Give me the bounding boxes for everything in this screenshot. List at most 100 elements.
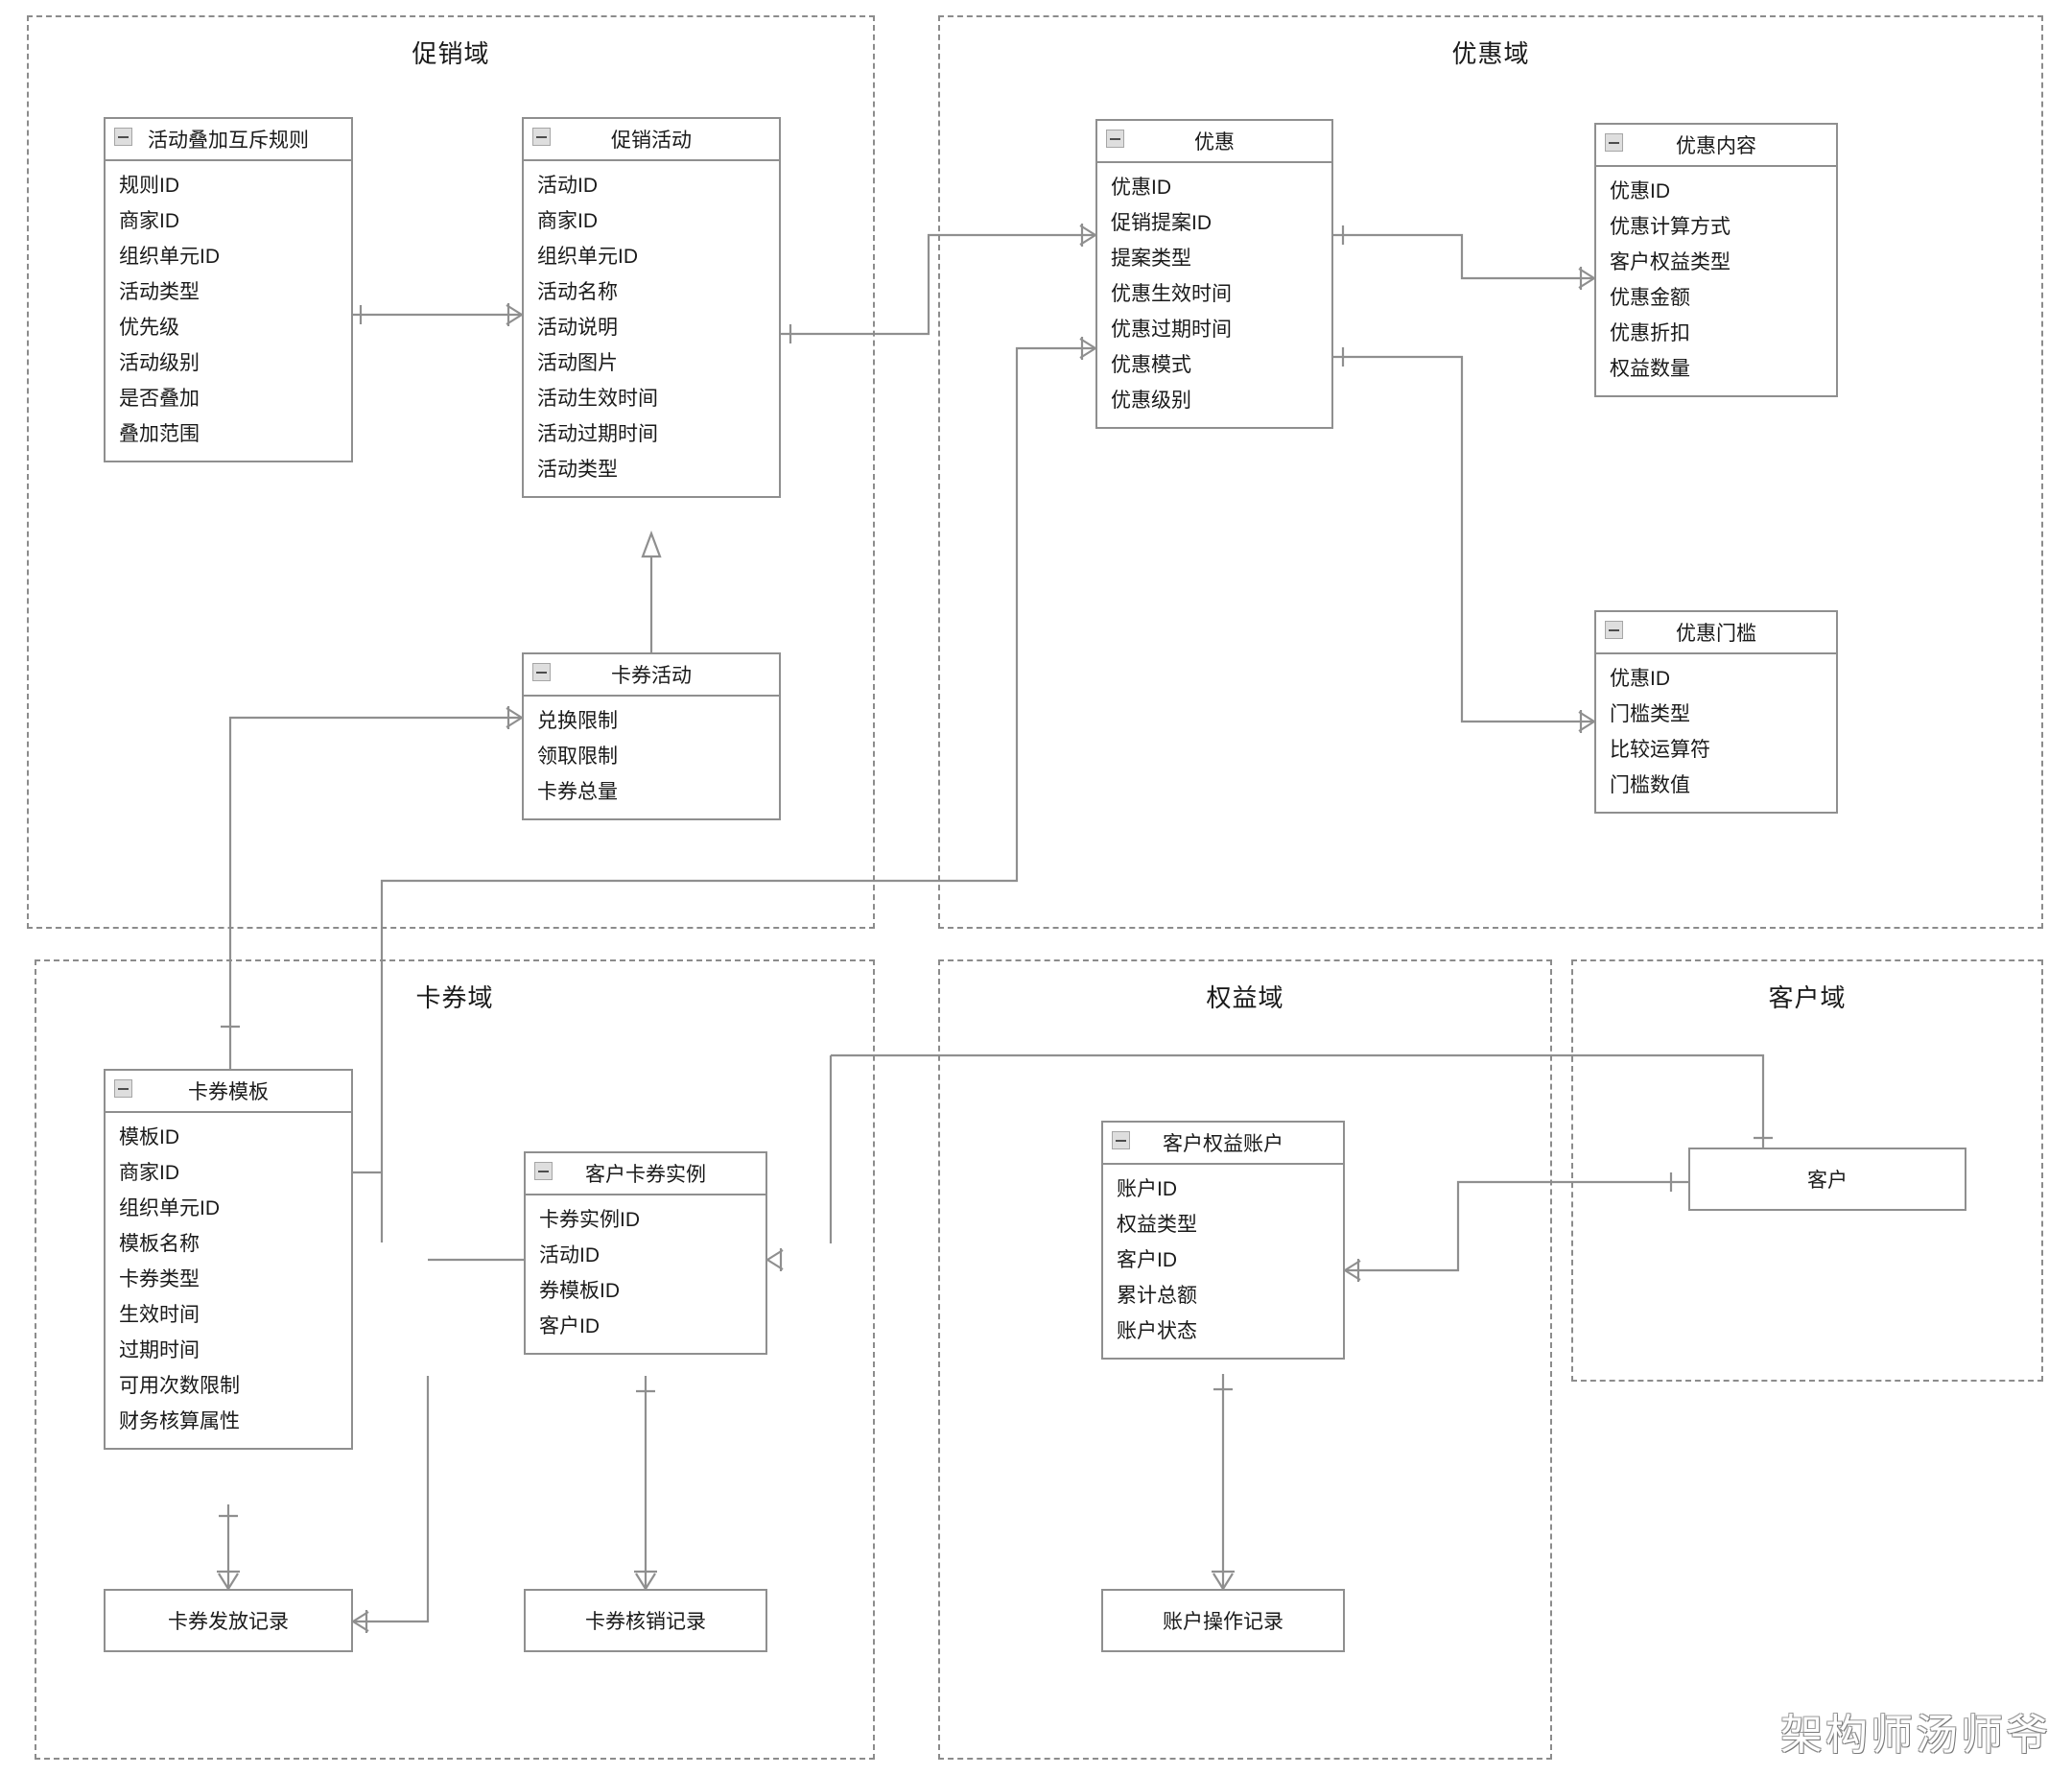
domain-promo: 促销域 [27, 15, 875, 929]
entity-title-customer-coupon-instance: 客户卡券实例 [585, 1164, 706, 1186]
domain-title-customer: 客户域 [1768, 983, 1847, 1012]
entity-discount-threshold[interactable]: 优惠门槛 优惠ID 门槛类型 比较运算符 门槛数值 [1594, 610, 1838, 814]
attr-row: 活动ID [539, 1244, 600, 1266]
entity-customer[interactable]: 客户 [1688, 1148, 1966, 1211]
attr-row: 商家ID [537, 210, 598, 232]
attr-row: 活动说明 [537, 317, 618, 339]
entity-attrs-discount: 优惠ID 促销提案ID 提案类型 优惠生效时间 优惠过期时间 优惠模式 优惠级别 [1097, 163, 1331, 427]
domain-title-rights: 权益域 [1206, 983, 1284, 1012]
attr-row: 账户ID [1117, 1178, 1177, 1200]
attr-row: 比较运算符 [1610, 739, 1710, 761]
attr-row: 优惠ID [1610, 180, 1670, 202]
attr-row: 领取限制 [537, 746, 618, 768]
entity-title-customer: 客户 [1807, 1170, 1848, 1192]
entity-header-promotion: 促销活动 [524, 119, 779, 161]
attr-row: 优惠折扣 [1610, 322, 1690, 344]
domain-title-coupon: 卡券域 [415, 983, 494, 1012]
attr-row: 优先级 [119, 317, 179, 339]
entity-account-op-log[interactable]: 账户操作记录 [1101, 1589, 1345, 1652]
attr-row: 活动名称 [537, 281, 618, 303]
attr-row: 权益数量 [1610, 358, 1690, 380]
domain-rights: 权益域 [938, 959, 1552, 1760]
attr-row: 优惠ID [1111, 177, 1171, 199]
entity-customer-rights-account[interactable]: 客户权益账户 账户ID 权益类型 客户ID 累计总额 账户状态 [1101, 1121, 1345, 1360]
entity-header-coupon-activity: 卡券活动 [524, 654, 779, 697]
attr-row: 累计总额 [1117, 1285, 1197, 1307]
collapse-minus-icon[interactable] [1106, 130, 1124, 148]
collapse-minus-icon[interactable] [1605, 133, 1623, 152]
collapse-minus-icon[interactable] [1112, 1131, 1130, 1149]
collapse-minus-icon[interactable] [114, 128, 132, 146]
entity-coupon-redeem-log[interactable]: 卡券核销记录 [524, 1589, 767, 1652]
attr-row: 活动类型 [537, 459, 618, 481]
attr-row: 组织单元ID [119, 1197, 220, 1219]
collapse-minus-icon[interactable] [532, 663, 551, 681]
entity-title-promotion: 促销活动 [611, 130, 692, 152]
attr-row: 客户权益类型 [1610, 251, 1731, 273]
attr-row: 优惠级别 [1111, 390, 1191, 412]
attr-row: 是否叠加 [119, 388, 200, 410]
attr-row: 组织单元ID [119, 246, 220, 268]
entity-customer-coupon-instance[interactable]: 客户卡券实例 卡券实例ID 活动ID 券模板ID 客户ID [524, 1151, 767, 1355]
attr-row: 卡券总量 [537, 781, 618, 803]
collapse-minus-icon[interactable] [114, 1079, 132, 1098]
attr-row: 商家ID [119, 1162, 179, 1184]
attr-row: 活动类型 [119, 281, 200, 303]
attr-row: 过期时间 [119, 1339, 200, 1361]
entity-attrs-rule: 规则ID 商家ID 组织单元ID 活动类型 优先级 活动级别 是否叠加 叠加范围 [106, 161, 351, 461]
entity-title-coupon-activity: 卡券活动 [611, 665, 692, 687]
entity-title-discount-threshold: 优惠门槛 [1676, 623, 1756, 645]
entity-attrs-customer-rights-account: 账户ID 权益类型 客户ID 累计总额 账户状态 [1103, 1165, 1343, 1358]
attr-row: 卡券类型 [119, 1268, 200, 1290]
attr-row: 权益类型 [1117, 1214, 1197, 1236]
attr-row: 卡券实例ID [539, 1209, 640, 1231]
collapse-minus-icon[interactable] [532, 128, 551, 146]
attr-row: 生效时间 [119, 1304, 200, 1326]
attr-row: 财务核算属性 [119, 1410, 240, 1432]
entity-header-coupon-template: 卡券模板 [106, 1071, 351, 1113]
attr-row: 优惠计算方式 [1610, 216, 1731, 238]
watermark-text: 架构师汤师爷 [1780, 1712, 2051, 1759]
attr-row: 客户ID [1117, 1249, 1177, 1271]
attr-row: 促销提案ID [1111, 212, 1212, 234]
collapse-minus-icon[interactable] [1605, 621, 1623, 639]
entity-coupon-activity[interactable]: 卡券活动 兑换限制 领取限制 卡券总量 [522, 652, 781, 820]
entity-attrs-customer-coupon-instance: 卡券实例ID 活动ID 券模板ID 客户ID [526, 1195, 765, 1353]
entity-header-customer-coupon-instance: 客户卡券实例 [526, 1153, 765, 1195]
attr-row: 模板ID [119, 1126, 179, 1148]
attr-row: 优惠金额 [1610, 287, 1690, 309]
attr-row: 活动级别 [119, 352, 200, 374]
attr-row: 门槛数值 [1610, 774, 1690, 796]
entity-title-discount: 优惠 [1194, 131, 1235, 154]
entity-rule[interactable]: 活动叠加互斥规则 规则ID 商家ID 组织单元ID 活动类型 优先级 活动级别 … [104, 117, 353, 462]
attr-row: 券模板ID [539, 1280, 620, 1302]
attr-row: 可用次数限制 [119, 1375, 240, 1397]
entity-title-customer-rights-account: 客户权益账户 [1163, 1133, 1283, 1155]
attr-row: 兑换限制 [537, 710, 618, 732]
entity-title-discount-content: 优惠内容 [1676, 135, 1756, 157]
attr-row: 叠加范围 [119, 423, 200, 445]
collapse-minus-icon[interactable] [534, 1162, 553, 1180]
attr-row: 账户状态 [1117, 1320, 1197, 1342]
attr-row: 优惠ID [1610, 668, 1670, 690]
entity-coupon-issue-log[interactable]: 卡券发放记录 [104, 1589, 353, 1652]
attr-row: 商家ID [119, 210, 179, 232]
entity-attrs-coupon-activity: 兑换限制 领取限制 卡券总量 [524, 697, 779, 818]
entity-title-rule: 活动叠加互斥规则 [148, 130, 309, 152]
entity-discount[interactable]: 优惠 优惠ID 促销提案ID 提案类型 优惠生效时间 优惠过期时间 优惠模式 优… [1095, 119, 1333, 429]
attr-row: 活动生效时间 [537, 388, 658, 410]
attr-row: 提案类型 [1111, 248, 1191, 270]
entity-coupon-template[interactable]: 卡券模板 模板ID 商家ID 组织单元ID 模板名称 卡券类型 生效时间 过期时… [104, 1069, 353, 1450]
attr-row: 模板名称 [119, 1233, 200, 1255]
attr-row: 客户ID [539, 1315, 600, 1337]
entity-discount-content[interactable]: 优惠内容 优惠ID 优惠计算方式 客户权益类型 优惠金额 优惠折扣 权益数量 [1594, 123, 1838, 397]
entity-promotion[interactable]: 促销活动 活动ID 商家ID 组织单元ID 活动名称 活动说明 活动图片 活动生… [522, 117, 781, 498]
entity-header-discount-content: 优惠内容 [1596, 125, 1836, 167]
attr-row: 活动图片 [537, 352, 618, 374]
attr-row: 活动过期时间 [537, 423, 658, 445]
entity-title-coupon-redeem-log: 卡券核销记录 [585, 1611, 706, 1633]
entity-attrs-discount-content: 优惠ID 优惠计算方式 客户权益类型 优惠金额 优惠折扣 权益数量 [1596, 167, 1836, 395]
attr-row: 优惠生效时间 [1111, 283, 1232, 305]
attr-row: 活动ID [537, 175, 598, 197]
